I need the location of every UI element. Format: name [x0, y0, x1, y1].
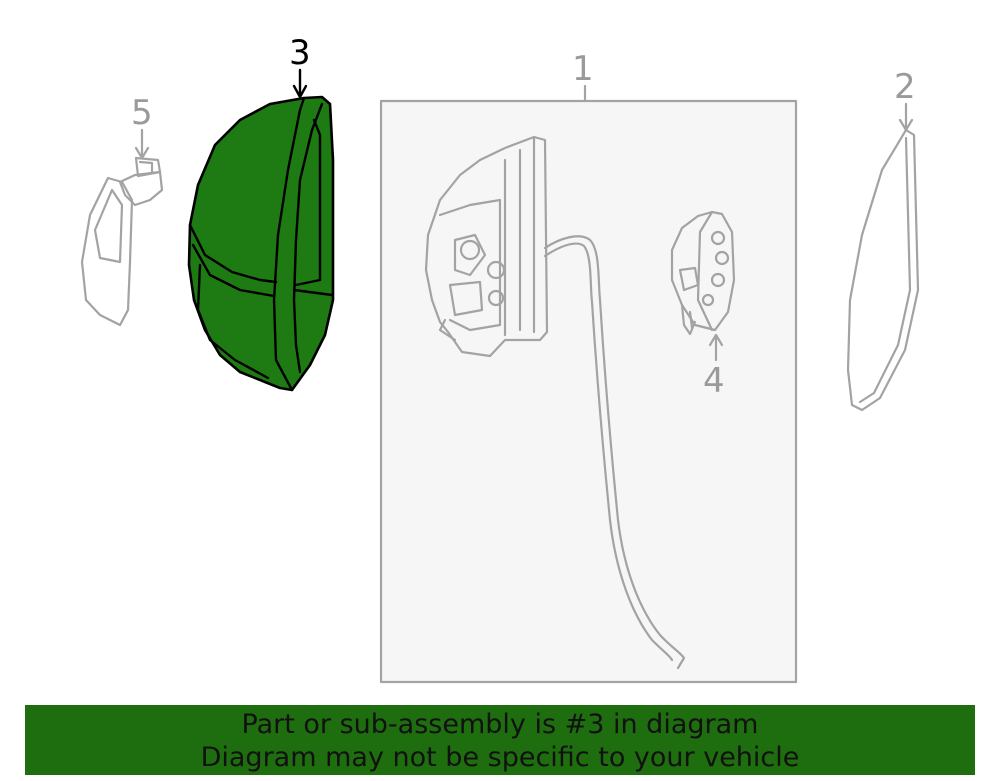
part-2-glass	[846, 102, 920, 412]
callout-3: 3	[289, 33, 311, 73]
banner-line-2: Diagram may not be specific to your vehi…	[200, 742, 800, 773]
part-3-housing-highlighted	[187, 68, 335, 392]
banner-line-1: Part or sub-assembly is #3 in diagram	[241, 709, 759, 740]
part-1-assembly	[379, 84, 798, 684]
callout-4: 4	[703, 361, 725, 401]
part-5-cover	[80, 128, 164, 327]
part-4-motor	[670, 210, 736, 362]
callout-5: 5	[131, 93, 153, 133]
callout-1: 1	[572, 49, 594, 89]
callout-2: 2	[894, 67, 916, 107]
info-banner: Part or sub-assembly is #3 in diagram Di…	[25, 705, 975, 775]
